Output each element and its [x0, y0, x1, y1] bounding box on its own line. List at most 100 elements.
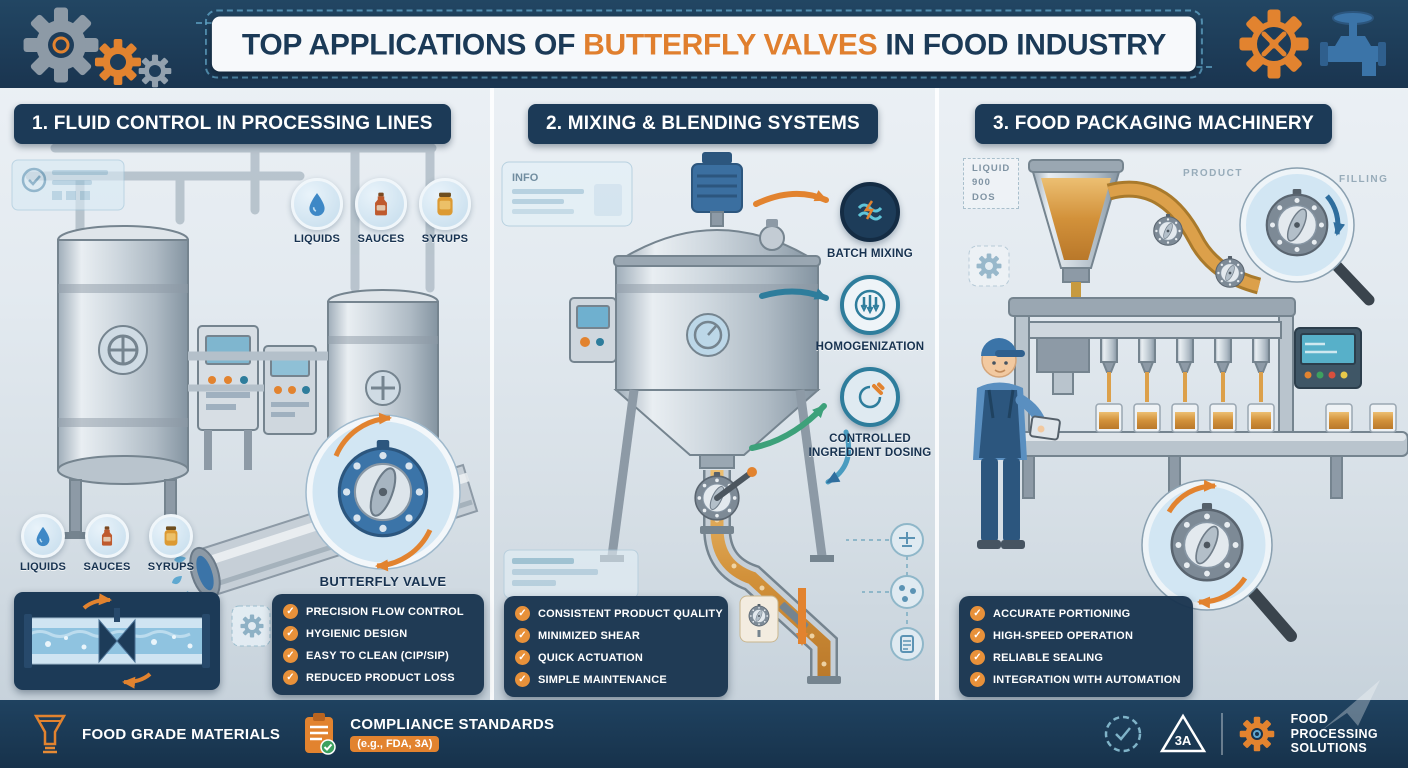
section-fluid-control: 1. FLUID CONTROL IN PROCESSING LINES LIQ…	[0, 88, 490, 700]
media-label: SYRUPS	[147, 561, 195, 573]
section1-benefits-panel: ✓PRECISION FLOW CONTROL ✓HYGIENIC DESIGN…	[272, 594, 484, 695]
valve-magnifier	[305, 412, 461, 572]
check-icon: ✓	[283, 670, 298, 685]
benefit-item: ✓PRECISION FLOW CONTROL	[283, 604, 473, 619]
check-icon: ✓	[515, 672, 530, 687]
document-icon	[890, 627, 924, 661]
benefit-item: ✓QUICK ACTUATION	[515, 650, 717, 665]
water-drop-icon	[21, 514, 65, 558]
main-content: 1. FLUID CONTROL IN PROCESSING LINES LIQ…	[0, 88, 1408, 700]
processing-line-illustration	[11, 143, 479, 647]
molecule-icon	[890, 575, 924, 609]
feature-label: BATCH MIXING	[827, 248, 913, 260]
benefit-item: ✓MINIMIZED SHEAR	[515, 628, 717, 643]
section-food-packaging: 3. FOOD PACKAGING MACHINERY LIQUID 900 D…	[939, 88, 1408, 700]
benefit-item: ✓EASY TO CLEAN (CIP/SIP)	[283, 648, 473, 663]
food-grade-materials-item: FOOD GRADE MATERIALS	[30, 712, 280, 756]
hud-product-label: PRODUCT	[1183, 168, 1243, 179]
check-icon: ✓	[283, 648, 298, 663]
column-divider	[490, 88, 494, 700]
footer-divider	[1220, 713, 1223, 755]
check-icon: ✓	[515, 628, 530, 643]
column-divider	[935, 88, 939, 700]
check-icon: ✓	[970, 606, 985, 621]
compliance-title: COMPLIANCE STANDARDS	[350, 716, 555, 733]
media-label: LIQUIDS	[293, 233, 340, 245]
title-suffix: IN FOOD INDUSTRY	[877, 28, 1167, 62]
hud-filling-label: FILLING	[1339, 174, 1389, 185]
funnel-valve-icon	[33, 714, 67, 754]
header-gears-icon	[23, 7, 172, 88]
media-sauces: SAUCES	[352, 178, 410, 245]
check-icon: ✓	[970, 628, 985, 643]
hud-panel: LIQUID 900 DOS	[963, 158, 1020, 209]
hud-label: DOS	[972, 191, 996, 203]
hud-label: 900	[972, 177, 991, 189]
media-label: SYRUPS	[421, 233, 469, 245]
packaging-machine-illustration	[968, 159, 1408, 642]
pipe-flow-illustration	[24, 593, 210, 689]
hud-label: LIQUID	[972, 163, 1011, 174]
media-syrups: SYRUPS	[416, 178, 474, 245]
media-liquids: LIQUIDS	[14, 514, 72, 573]
info-panel: INFO	[501, 161, 633, 227]
outlet-pipe	[699, 454, 841, 684]
media-label: LIQUIDS	[19, 561, 66, 573]
benefit-item: ✓REDUCED PRODUCT LOSS	[283, 670, 473, 685]
brand-text: FOOD PROCESSING SOLUTIONS	[1291, 712, 1378, 756]
batch-mixing-icon	[840, 182, 900, 242]
filling-machine	[1008, 297, 1296, 435]
footer-bar: FOOD GRADE MATERIALS COMPLIANCE STANDARD…	[0, 700, 1408, 768]
section2-title: 2. MIXING & BLENDING SYSTEMS	[528, 104, 878, 144]
benefit-item: ✓SIMPLE MAINTENANCE	[515, 672, 717, 687]
3a-triangle-badge: 3A	[1159, 713, 1206, 753]
gear-valve-icon	[1239, 9, 1309, 79]
section1-title: 1. FLUID CONTROL IN PROCESSING LINES	[14, 104, 451, 144]
ingredient-dosing-icon	[840, 367, 900, 427]
valve-chip	[739, 595, 779, 643]
mixing-tank-illustration: INFO	[501, 152, 924, 684]
magnifier-top	[1239, 167, 1375, 306]
check-icon: ✓	[515, 650, 530, 665]
benefit-item: ✓INTEGRATION WITH AUTOMATION	[970, 672, 1182, 687]
certified-badge-icon	[1104, 715, 1141, 753]
syrup-jar-icon	[419, 178, 471, 230]
title-prefix: TOP APPLICATIONS OF	[241, 28, 584, 62]
control-cabinet	[197, 325, 259, 470]
sauce-bottle-icon	[355, 178, 407, 230]
check-icon: ✓	[283, 604, 298, 619]
brand-line: SOLUTIONS	[1290, 741, 1368, 756]
materials-label: FOOD GRADE MATERIALS	[82, 725, 281, 743]
brand-line: PROCESSING	[1290, 726, 1378, 741]
header-valve-icons	[1239, 9, 1386, 79]
check-icon: ✓	[970, 650, 985, 665]
check-icon: ✓	[283, 626, 298, 641]
feature-arrows	[749, 190, 852, 485]
filling-nozzles	[1100, 337, 1270, 402]
water-drop-icon	[291, 178, 343, 230]
title-highlight: BUTTERFLY VALVES	[583, 28, 878, 62]
compliance-standards-chip: (e.g., FDA, 3A)	[350, 736, 440, 752]
arrow-decor	[1322, 680, 1380, 730]
benefit-item: ✓HYGIENIC DESIGN	[283, 626, 473, 641]
media-label: SAUCES	[357, 233, 405, 245]
gate-valve-icon	[1320, 11, 1386, 76]
syrup-jar-icon	[149, 514, 193, 558]
containers	[1095, 403, 1397, 433]
page-title: TOP APPLICATIONS OF BUTTERFLY VALVES IN …	[211, 16, 1197, 72]
brand-line: FOOD	[1290, 711, 1329, 726]
tank-large	[57, 225, 189, 539]
section3-benefits-panel: ✓ACCURATE PORTIONING ✓HIGH-SPEED OPERATI…	[959, 596, 1193, 697]
media-label: SAUCES	[83, 561, 131, 573]
worker	[973, 338, 1061, 549]
flow-cutaway-panel	[14, 592, 220, 690]
media-sauces: SAUCES	[78, 514, 136, 573]
sauce-bottle-icon	[85, 514, 129, 558]
section-mixing-blending: INFO	[494, 88, 935, 700]
benefit-item: ✓HIGH-SPEED OPERATION	[970, 628, 1182, 643]
benefit-item: ✓RELIABLE SEALING	[970, 650, 1182, 665]
benefit-item: ✓ACCURATE PORTIONING	[970, 606, 1182, 621]
homogenization-icon	[840, 275, 900, 335]
brand-gear-icon	[1239, 716, 1274, 752]
